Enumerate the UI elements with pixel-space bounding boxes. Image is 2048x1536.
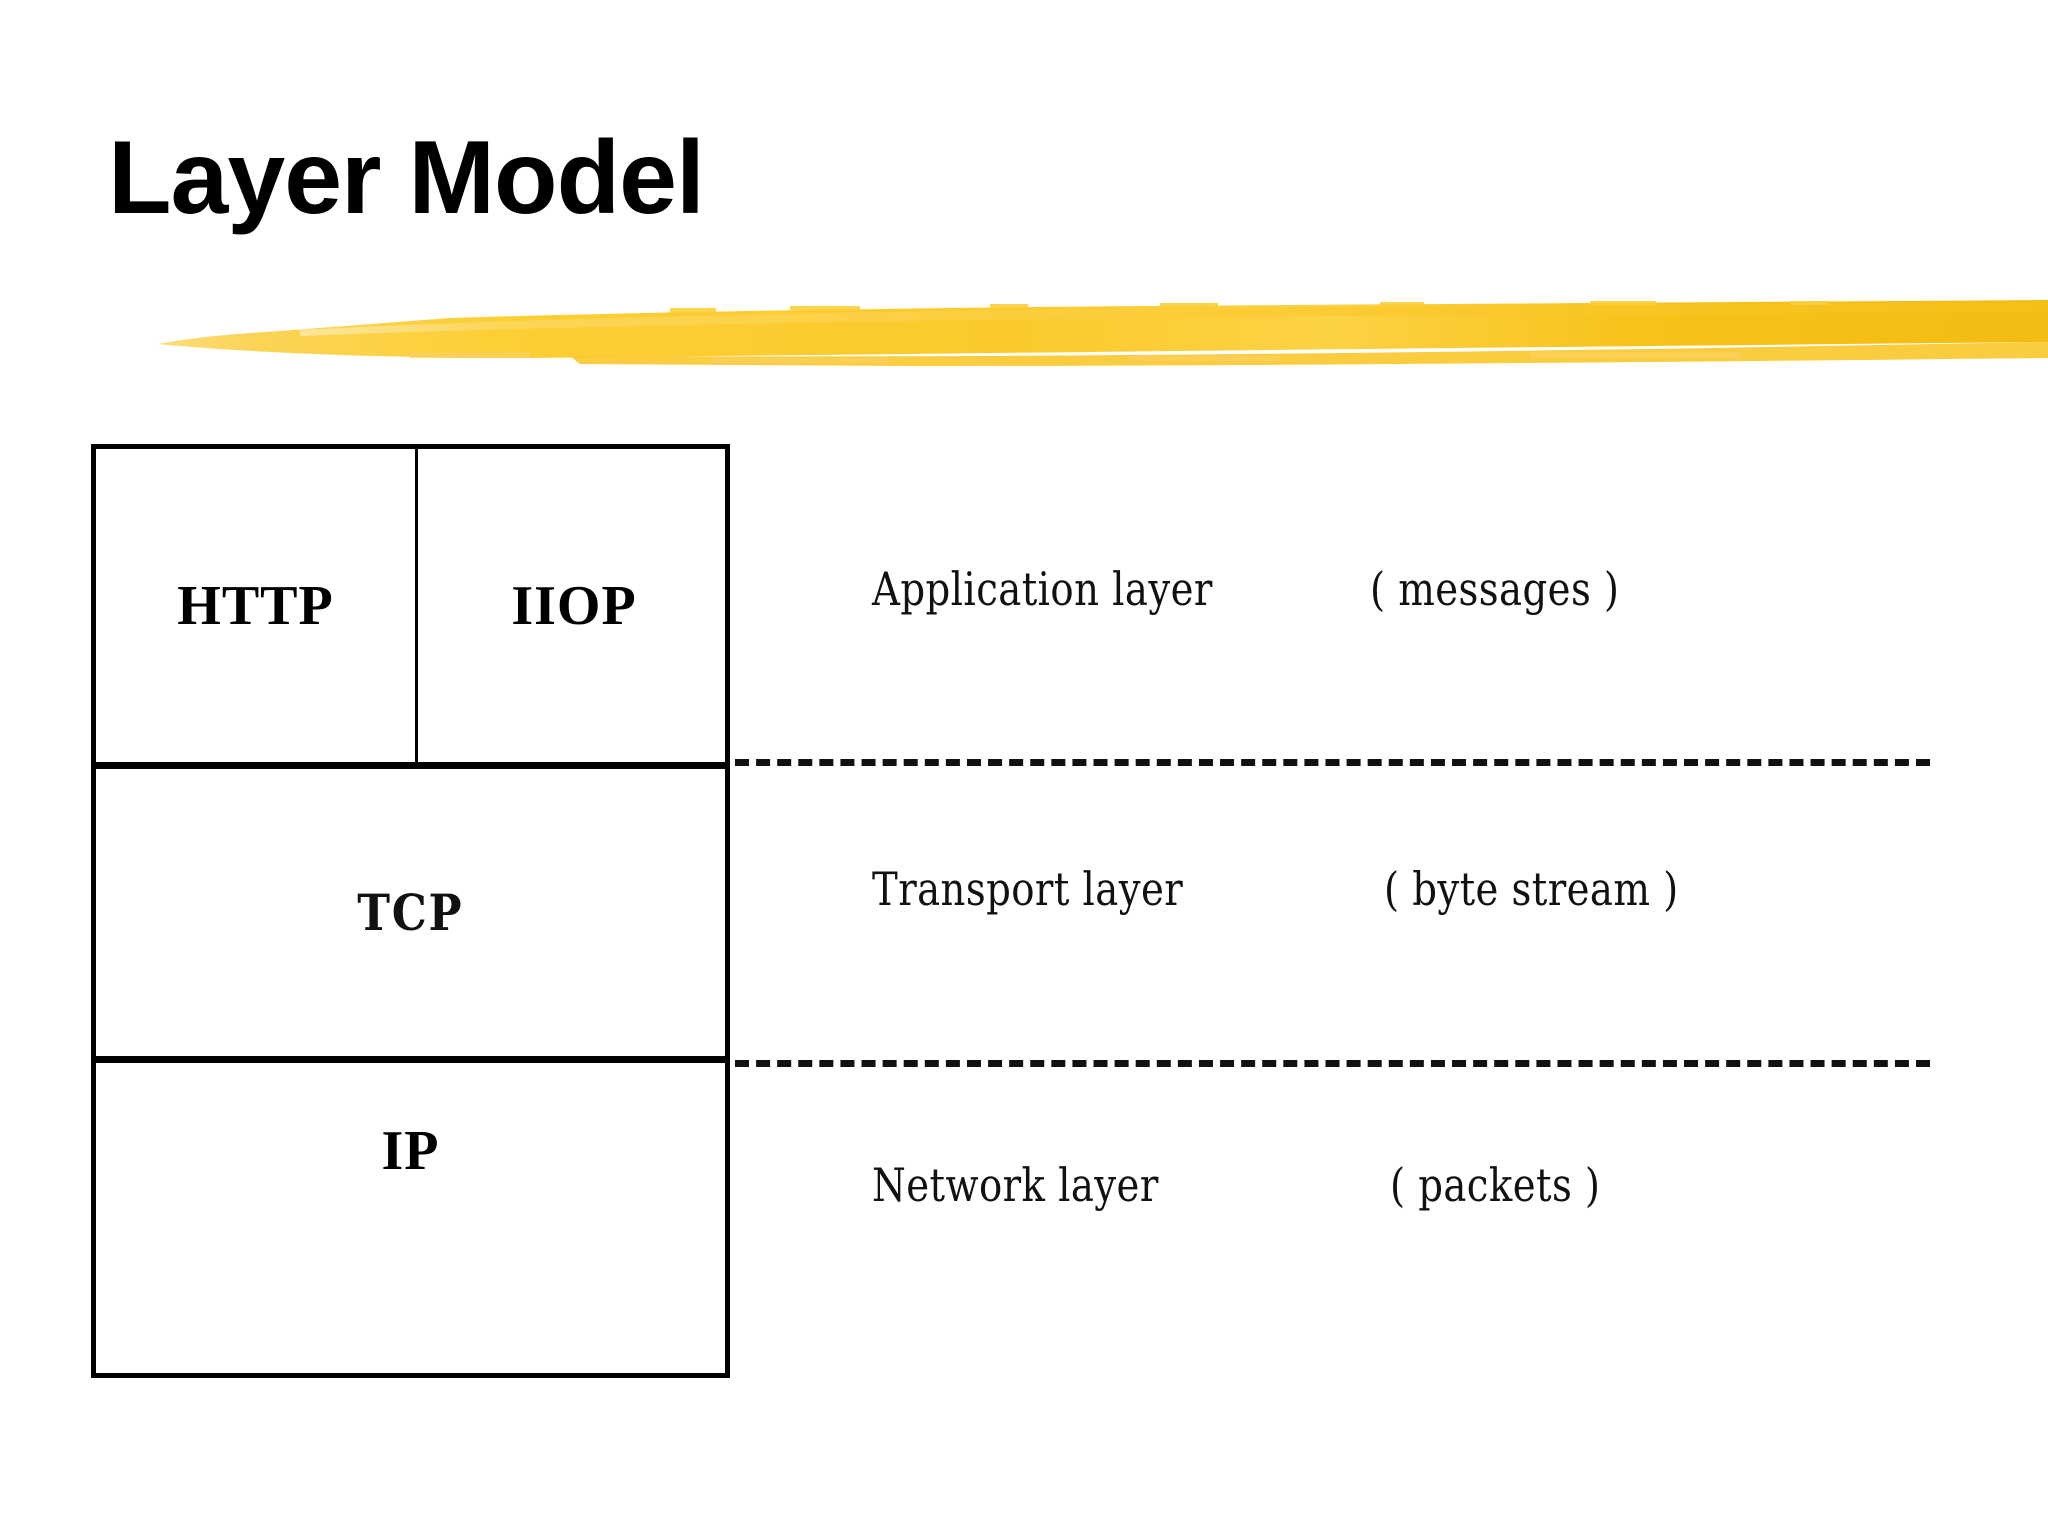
protocol-stack-box: HTTP IIOP TCP IP xyxy=(91,444,730,1378)
stack-row-network: IP xyxy=(96,1063,725,1373)
protocol-label-ip: IP xyxy=(381,1120,440,1182)
protocol-cell-ip: IP xyxy=(96,1063,725,1373)
layer-data-unit-transport: ( byte stream ) xyxy=(1384,862,1679,916)
layer-data-unit-network: ( packets ) xyxy=(1390,1158,1601,1212)
brush-stroke-underline xyxy=(158,300,2048,366)
stack-row-application: HTTP IIOP xyxy=(96,449,725,762)
stack-row-transport: TCP xyxy=(96,762,725,1063)
layer-separator-dashed-upper xyxy=(735,759,1930,766)
protocol-label-tcp: TCP xyxy=(357,883,464,942)
layer-separator-dashed-lower xyxy=(735,1060,1930,1067)
protocol-cell-http: HTTP xyxy=(96,449,415,762)
layer-name-network: Network layer xyxy=(872,1158,1159,1212)
protocol-cell-iiop: IIOP xyxy=(415,449,730,762)
layer-name-transport: Transport layer xyxy=(872,862,1184,916)
layer-description-network: Network layer ( packets ) xyxy=(872,1158,1600,1212)
page-title: Layer Model xyxy=(108,120,705,236)
protocol-label-iiop: IIOP xyxy=(511,574,637,637)
layer-data-unit-application: ( messages ) xyxy=(1370,562,1620,616)
layer-name-application: Application layer xyxy=(872,562,1213,616)
layer-description-transport: Transport layer ( byte stream ) xyxy=(872,862,1678,916)
layer-description-application: Application layer ( messages ) xyxy=(872,562,1619,616)
protocol-cell-tcp: TCP xyxy=(96,769,725,1056)
protocol-label-http: HTTP xyxy=(177,574,334,637)
